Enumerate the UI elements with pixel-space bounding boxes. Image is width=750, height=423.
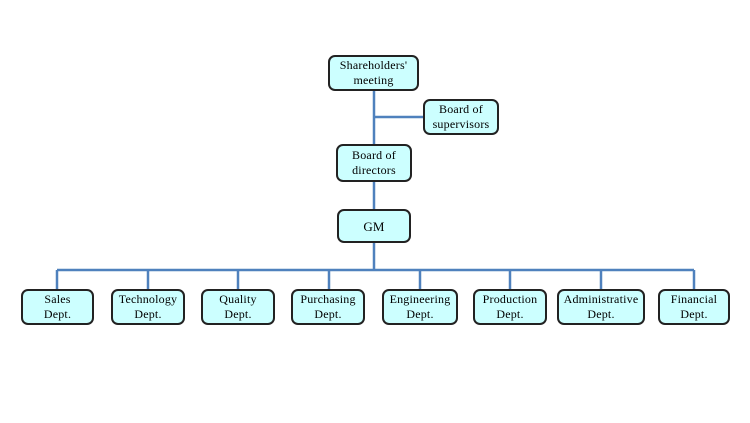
dept-box-administrative: Administrative Dept. <box>557 289 645 325</box>
dept-box-financial: Financial Dept. <box>658 289 730 325</box>
gm-box: GM <box>337 209 411 243</box>
dept-name: Engineering <box>389 292 451 306</box>
dept-box-technology: Technology Dept. <box>111 289 185 325</box>
dept-suffix: Dept. <box>496 307 524 321</box>
shareholders-meeting-line1: Shareholders' <box>339 58 408 72</box>
board-of-supervisors-line1: Board of <box>439 102 483 116</box>
dept-name: Technology <box>118 292 178 306</box>
dept-name: Administrative <box>563 292 639 306</box>
dept-suffix: Dept. <box>406 307 434 321</box>
dept-name: Financial <box>670 292 718 306</box>
gm-label: GM <box>363 218 385 234</box>
shareholders-meeting-box: Shareholders' meeting <box>328 55 419 91</box>
board-of-directors-box: Board of directors <box>336 144 412 182</box>
dept-suffix: Dept. <box>134 307 162 321</box>
board-of-directors-line1: Board of <box>352 148 396 162</box>
dept-name: Production <box>482 292 538 306</box>
board-of-directors-line2: directors <box>352 163 396 177</box>
dept-suffix: Dept. <box>587 307 615 321</box>
dept-name: Quality <box>219 292 257 306</box>
shareholders-meeting-line2: meeting <box>353 73 394 87</box>
dept-suffix: Dept. <box>224 307 252 321</box>
dept-suffix: Dept. <box>314 307 342 321</box>
board-of-supervisors-box: Board of supervisors <box>423 99 499 135</box>
dept-suffix: Dept. <box>680 307 708 321</box>
dept-box-quality: Quality Dept. <box>201 289 275 325</box>
dept-box-production: Production Dept. <box>473 289 547 325</box>
board-of-supervisors-line2: supervisors <box>432 117 490 131</box>
dept-box-purchasing: Purchasing Dept. <box>291 289 365 325</box>
dept-name: Purchasing <box>300 292 356 306</box>
dept-box-sales: Sales Dept. <box>21 289 94 325</box>
dept-suffix: Dept. <box>43 307 72 321</box>
dept-box-engineering: Engineering Dept. <box>382 289 458 325</box>
dept-name: Sales <box>44 292 71 306</box>
